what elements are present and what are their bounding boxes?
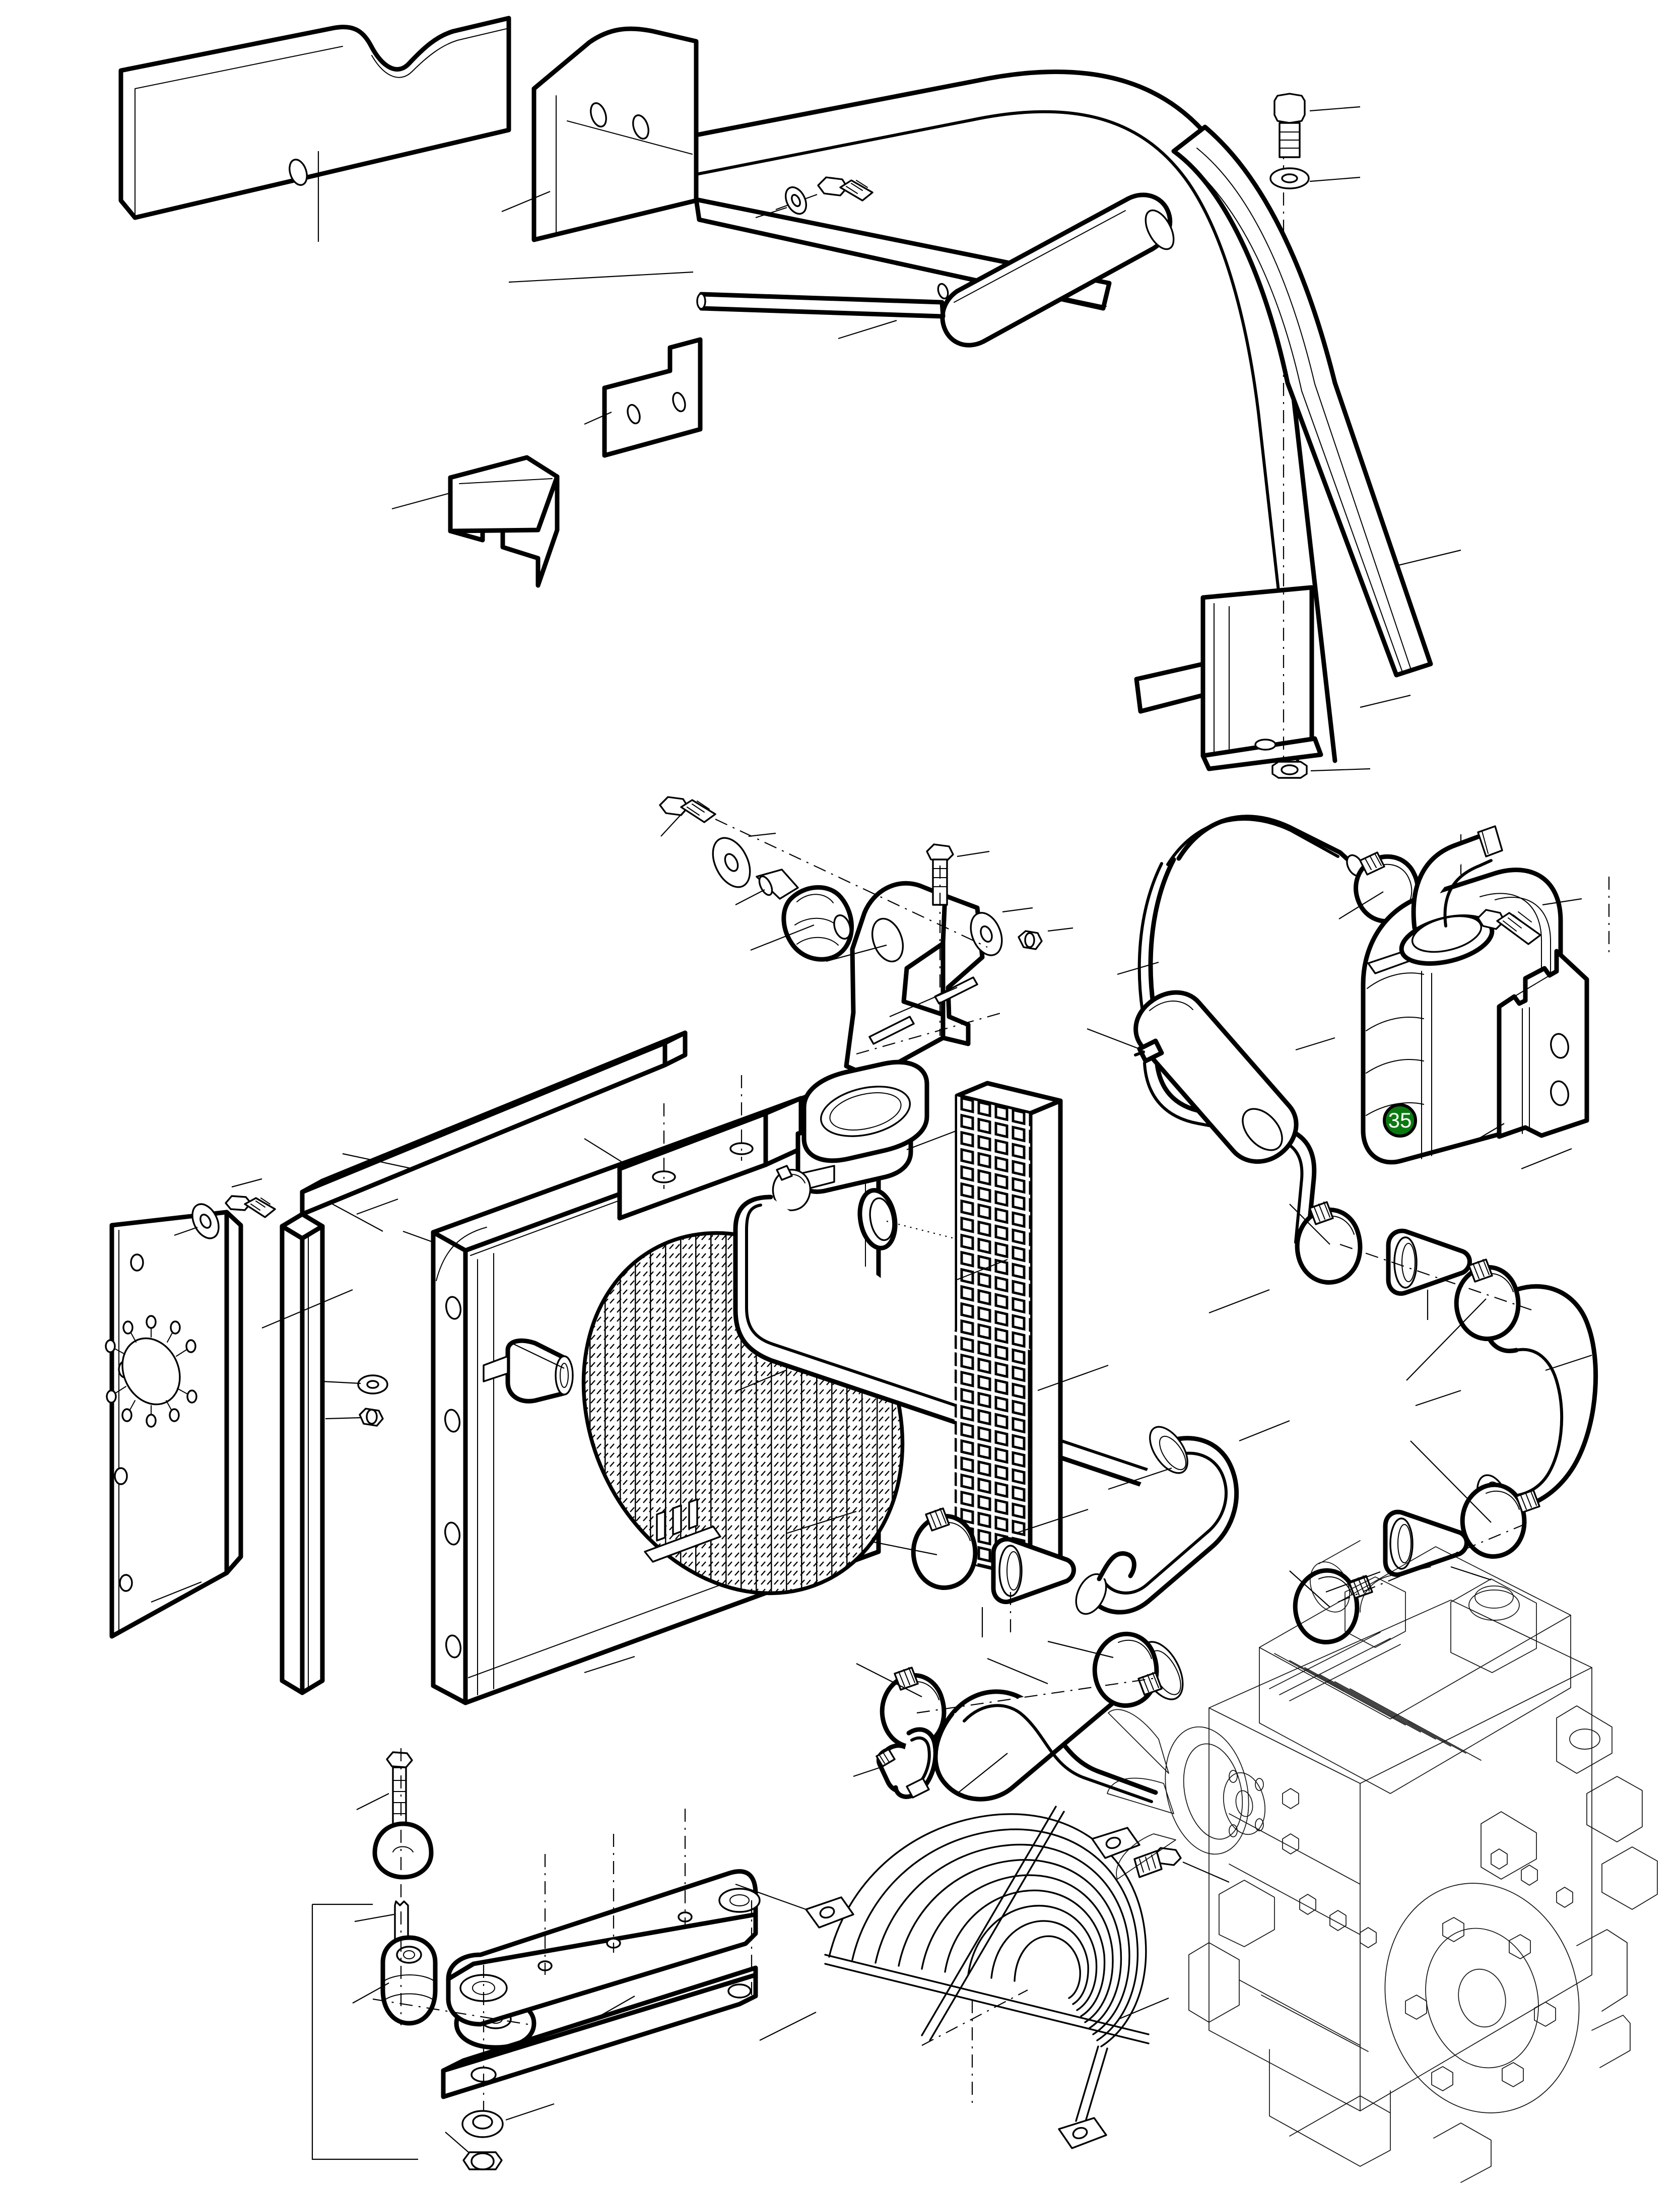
panel-washer-2: [322, 1374, 388, 1395]
rubber-isolator-bush: [750, 885, 854, 962]
radiator-body: [431, 1059, 1183, 1705]
notched-shim-plate: [391, 455, 560, 588]
panel-hex-nut: [325, 1408, 384, 1427]
radiator-top-bracket: [584, 1075, 803, 1221]
expansion-tank-group: [1087, 815, 1610, 1244]
connector-sleeve-c: [981, 1537, 1076, 1637]
engine-block-outline: [1208, 1600, 1592, 2111]
mount-spacer-sleeve: [735, 869, 799, 905]
fan-guard-tab-right: [1091, 1827, 1140, 1859]
lower-hex-nut: [445, 2132, 503, 2170]
hood-seal-strip: [1171, 124, 1461, 678]
flat-washer-hinge: [755, 186, 808, 219]
mount-flat-washer: [712, 832, 776, 888]
callout-badge-35[interactable]: 35: [1383, 1103, 1417, 1138]
bracket-flat-washer: [970, 907, 1033, 956]
leader-lines: [261, 1148, 1572, 2026]
hose-clamp-3: [1410, 1440, 1540, 1559]
hose-clamp-neck: [772, 1165, 811, 1211]
hose-clamp-7: [1047, 1631, 1163, 1708]
panel-flat-washer: [174, 1203, 220, 1239]
hood-frame-lower-flange: [584, 337, 703, 458]
hose-clamp-6: [856, 1663, 947, 1749]
callout-badge-label: 35: [1388, 1108, 1412, 1132]
hood-pivot-tube: [940, 192, 1175, 348]
fan-guard-group: [735, 1806, 1230, 2149]
flat-washer-upper: [1269, 167, 1361, 189]
engine-cooling-fan: [1107, 1709, 1266, 1880]
hose-clamp-4: [1289, 1568, 1373, 1644]
bracket-hex-nut: [1018, 927, 1073, 950]
engine-water-outlet: [1310, 1540, 1361, 1613]
mounting-strip-lower: [441, 1900, 817, 2124]
engine-oil-filler: [1450, 1578, 1537, 1673]
fan-guard-tab-left: [805, 1896, 854, 1929]
hex-bolt-upper: [1273, 93, 1361, 158]
tank-mount-bolt: [1477, 898, 1582, 945]
bypass-hose: [1017, 1426, 1239, 1615]
drain-cock-fitting: [853, 1727, 938, 1799]
radiator-group: [105, 1030, 1183, 1705]
panel-gasket-grommet: [105, 1315, 197, 1428]
side-cover-panel: [118, 16, 511, 242]
lower-rubber-cap: [372, 1821, 434, 1880]
hood-fasteners: [755, 93, 1371, 779]
hex-bolt-hinge: [775, 176, 873, 211]
hose-clamp-2: [1406, 1258, 1521, 1381]
engine-reference-group: [1107, 1540, 1658, 2183]
silencer-canister: [1133, 990, 1335, 1164]
lower-split-pin: [354, 1900, 409, 1941]
engine-flywheel-housing: [1384, 1883, 1631, 2113]
lower-hex-bolt: [356, 1751, 413, 1828]
hood-frame-group: [118, 16, 1461, 779]
hose-clamp-1: [1289, 1201, 1363, 1285]
tank-filler-neck: [1399, 825, 1503, 966]
radiator-mount-group: [659, 796, 1073, 1080]
fan-guard-bolt: [1133, 1847, 1230, 1883]
fan-guard-tab-bottom: [1058, 2117, 1107, 2149]
lower-mount-group: [311, 1751, 817, 2170]
hose-group: [853, 1201, 1598, 1803]
hood-bracket-plate: [501, 26, 699, 242]
mount-hex-bolt: [659, 796, 716, 837]
panel-hex-bolt: [225, 1178, 276, 1218]
lower-flat-washer: [461, 2103, 555, 2138]
radiator-frame-rail: [280, 1030, 688, 1695]
hex-nut-lower: [1271, 761, 1371, 779]
radiator-side-panel: [105, 1210, 243, 1639]
bracket-hex-bolt: [926, 843, 990, 1036]
engine-cylinder-head: [1259, 1540, 1612, 1880]
hood-frame-tube: [508, 70, 1337, 771]
hood-mount-foot: [1134, 111, 1411, 773]
hose-end-fitting: [1087, 1028, 1164, 1064]
wire-fan-guard: [735, 1806, 1169, 2149]
lower-rubber-mount: [352, 1935, 438, 2026]
hose-clamp-5: [871, 1507, 978, 1590]
tank-mount-channel: [1476, 877, 1610, 1140]
